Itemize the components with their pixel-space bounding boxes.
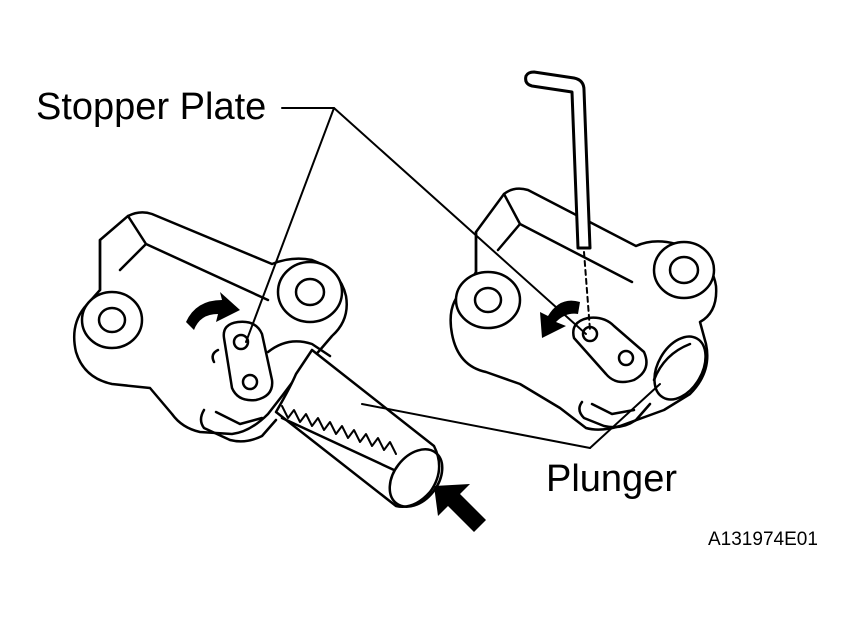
push-arrow <box>434 484 486 532</box>
plunger-label: Plunger <box>546 458 677 500</box>
stopper-leader-right <box>333 107 587 335</box>
right-tensioner-top-edge <box>474 192 634 284</box>
right-tensioner-body <box>449 187 718 431</box>
stopper-plate-label: Stopper Plate <box>36 86 267 128</box>
left-tensioner-top-edge <box>98 214 270 302</box>
right-rotate-arrow <box>540 300 580 338</box>
left-mount-boss <box>80 290 144 350</box>
right-mount-hole <box>294 277 326 307</box>
right-left-mount-hole <box>473 286 503 314</box>
right-tensioner <box>449 70 718 431</box>
left-rotate-arrow <box>186 292 240 330</box>
hex-wrench <box>524 70 592 250</box>
left-plunger <box>274 348 441 508</box>
plunger-leader-left <box>361 403 591 449</box>
left-mount-hole <box>97 306 127 334</box>
left-stopper-pin <box>232 333 250 351</box>
right-mount-boss <box>276 260 344 324</box>
plunger-leader-right <box>589 383 661 449</box>
right-left-mount-boss <box>454 270 522 330</box>
left-plunger-end <box>388 448 444 508</box>
left-stopper-plate <box>222 320 274 402</box>
leader-lines <box>245 107 661 449</box>
left-plunger-bore <box>266 340 332 358</box>
right-bracket <box>578 400 652 429</box>
right-right-mount-boss <box>652 240 716 300</box>
figure-code: A131974E01 <box>708 529 818 550</box>
left-stopper-hole <box>241 373 259 391</box>
right-stopper-hole <box>617 349 635 367</box>
left-tensioner-body <box>73 211 348 436</box>
left-tensioner <box>73 211 444 508</box>
wrench-guide-line <box>583 251 591 331</box>
right-plunger-boss <box>653 335 707 401</box>
right-right-mount-hole <box>668 255 700 285</box>
left-bracket <box>199 408 278 443</box>
left-plunger-rack <box>281 405 397 455</box>
